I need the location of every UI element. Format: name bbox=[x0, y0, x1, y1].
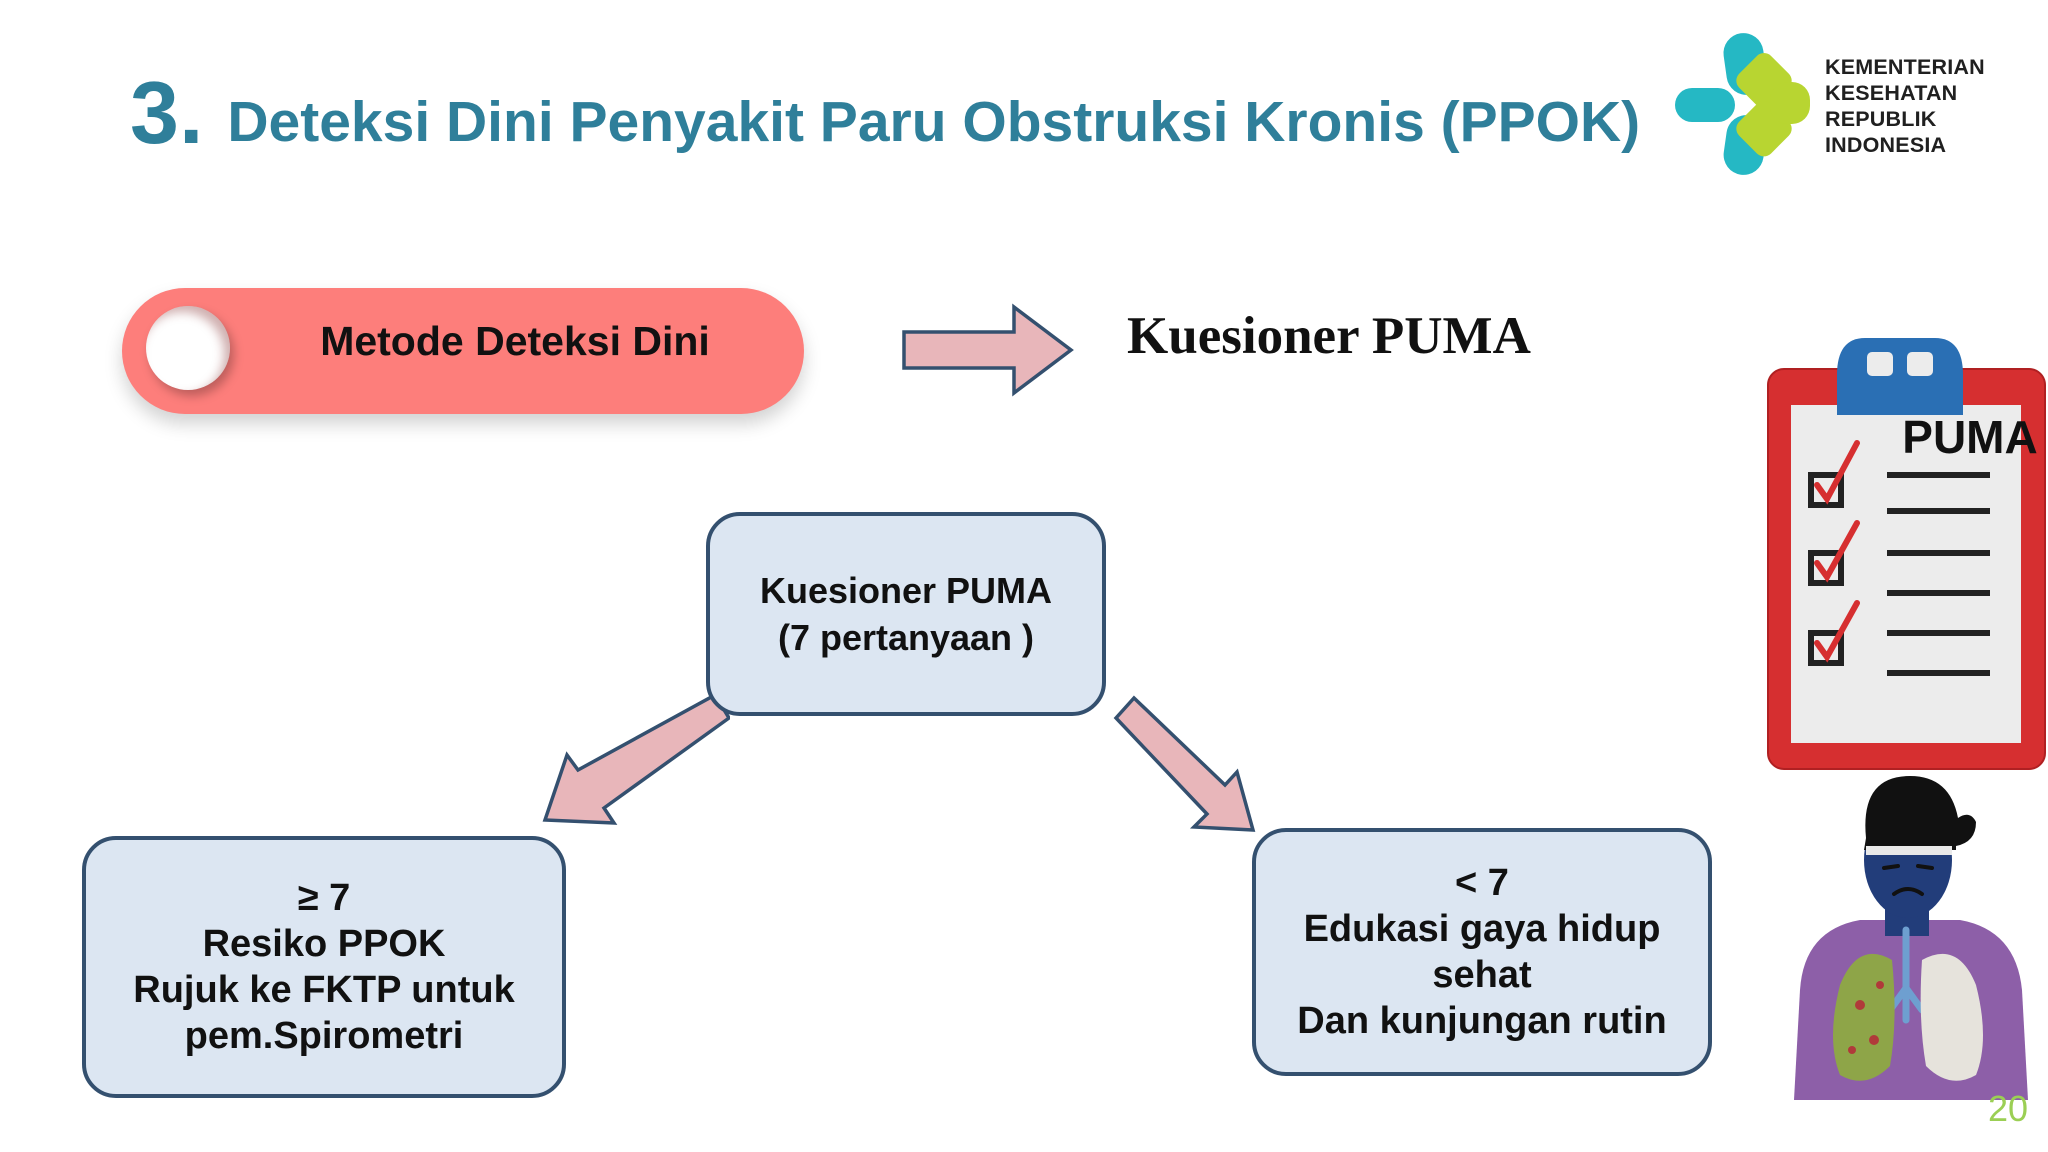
box-line: Rujuk ke FKTP untuk bbox=[133, 969, 515, 1011]
box-line: Dan kunjungan rutin bbox=[1297, 1000, 1667, 1042]
puma-questionnaire-box: Kuesioner PUMA (7 pertanyaan ) bbox=[706, 512, 1106, 716]
logo-line: REPUBLIK bbox=[1825, 107, 1937, 131]
clipboard-label: PUMA bbox=[1902, 411, 2037, 463]
method-pill bbox=[122, 288, 804, 414]
right-arrow-icon bbox=[902, 303, 1074, 397]
box-line: ≥ 7 bbox=[297, 877, 351, 919]
slide-title: 3. Deteksi Dini Penyakit Paru Obstruksi K… bbox=[130, 62, 1640, 164]
box-line: Edukasi gaya hidup bbox=[1303, 908, 1661, 950]
sick-person-lungs-icon bbox=[1794, 776, 2028, 1100]
method-result-heading: Kuesioner PUMA bbox=[1127, 307, 1531, 365]
slide-number-prefix: 3. bbox=[130, 63, 204, 162]
logo-line: INDONESIA bbox=[1825, 133, 1947, 157]
box-line: pem.Spirometri bbox=[184, 1015, 464, 1057]
box-line: Resiko PPOK bbox=[202, 923, 446, 965]
method-label: Metode Deteksi Dini bbox=[320, 318, 710, 364]
high-risk-box: ≥ 7 Resiko PPOK Rujuk ke FKTP untuk pem.… bbox=[82, 836, 566, 1098]
ministry-logo-text: KEMENTERIAN KESEHATAN REPUBLIK INDONESIA bbox=[1825, 54, 1985, 158]
box-line: (7 pertanyaan ) bbox=[777, 617, 1035, 658]
pill-circle-icon bbox=[146, 306, 230, 390]
box-line: < 7 bbox=[1455, 862, 1509, 904]
logo-line: KEMENTERIAN bbox=[1825, 55, 1985, 79]
down-right-arrow-icon bbox=[1113, 695, 1256, 832]
page-number: 20 bbox=[1988, 1088, 2029, 1129]
logo-line: KESEHATAN bbox=[1825, 81, 1958, 105]
low-risk-box: < 7 Edukasi gaya hidup sehat Dan kunjung… bbox=[1252, 828, 1712, 1076]
box-line: sehat bbox=[1432, 954, 1532, 996]
slide-title-text: Deteksi Dini Penyakit Paru Obstruksi Kro… bbox=[227, 90, 1641, 154]
clipboard-checklist-icon: PUMA bbox=[1767, 338, 2046, 770]
down-left-arrow-icon bbox=[542, 692, 730, 825]
ministry-logo-icon bbox=[1675, 33, 1810, 175]
box-line: Kuesioner PUMA bbox=[759, 570, 1053, 611]
